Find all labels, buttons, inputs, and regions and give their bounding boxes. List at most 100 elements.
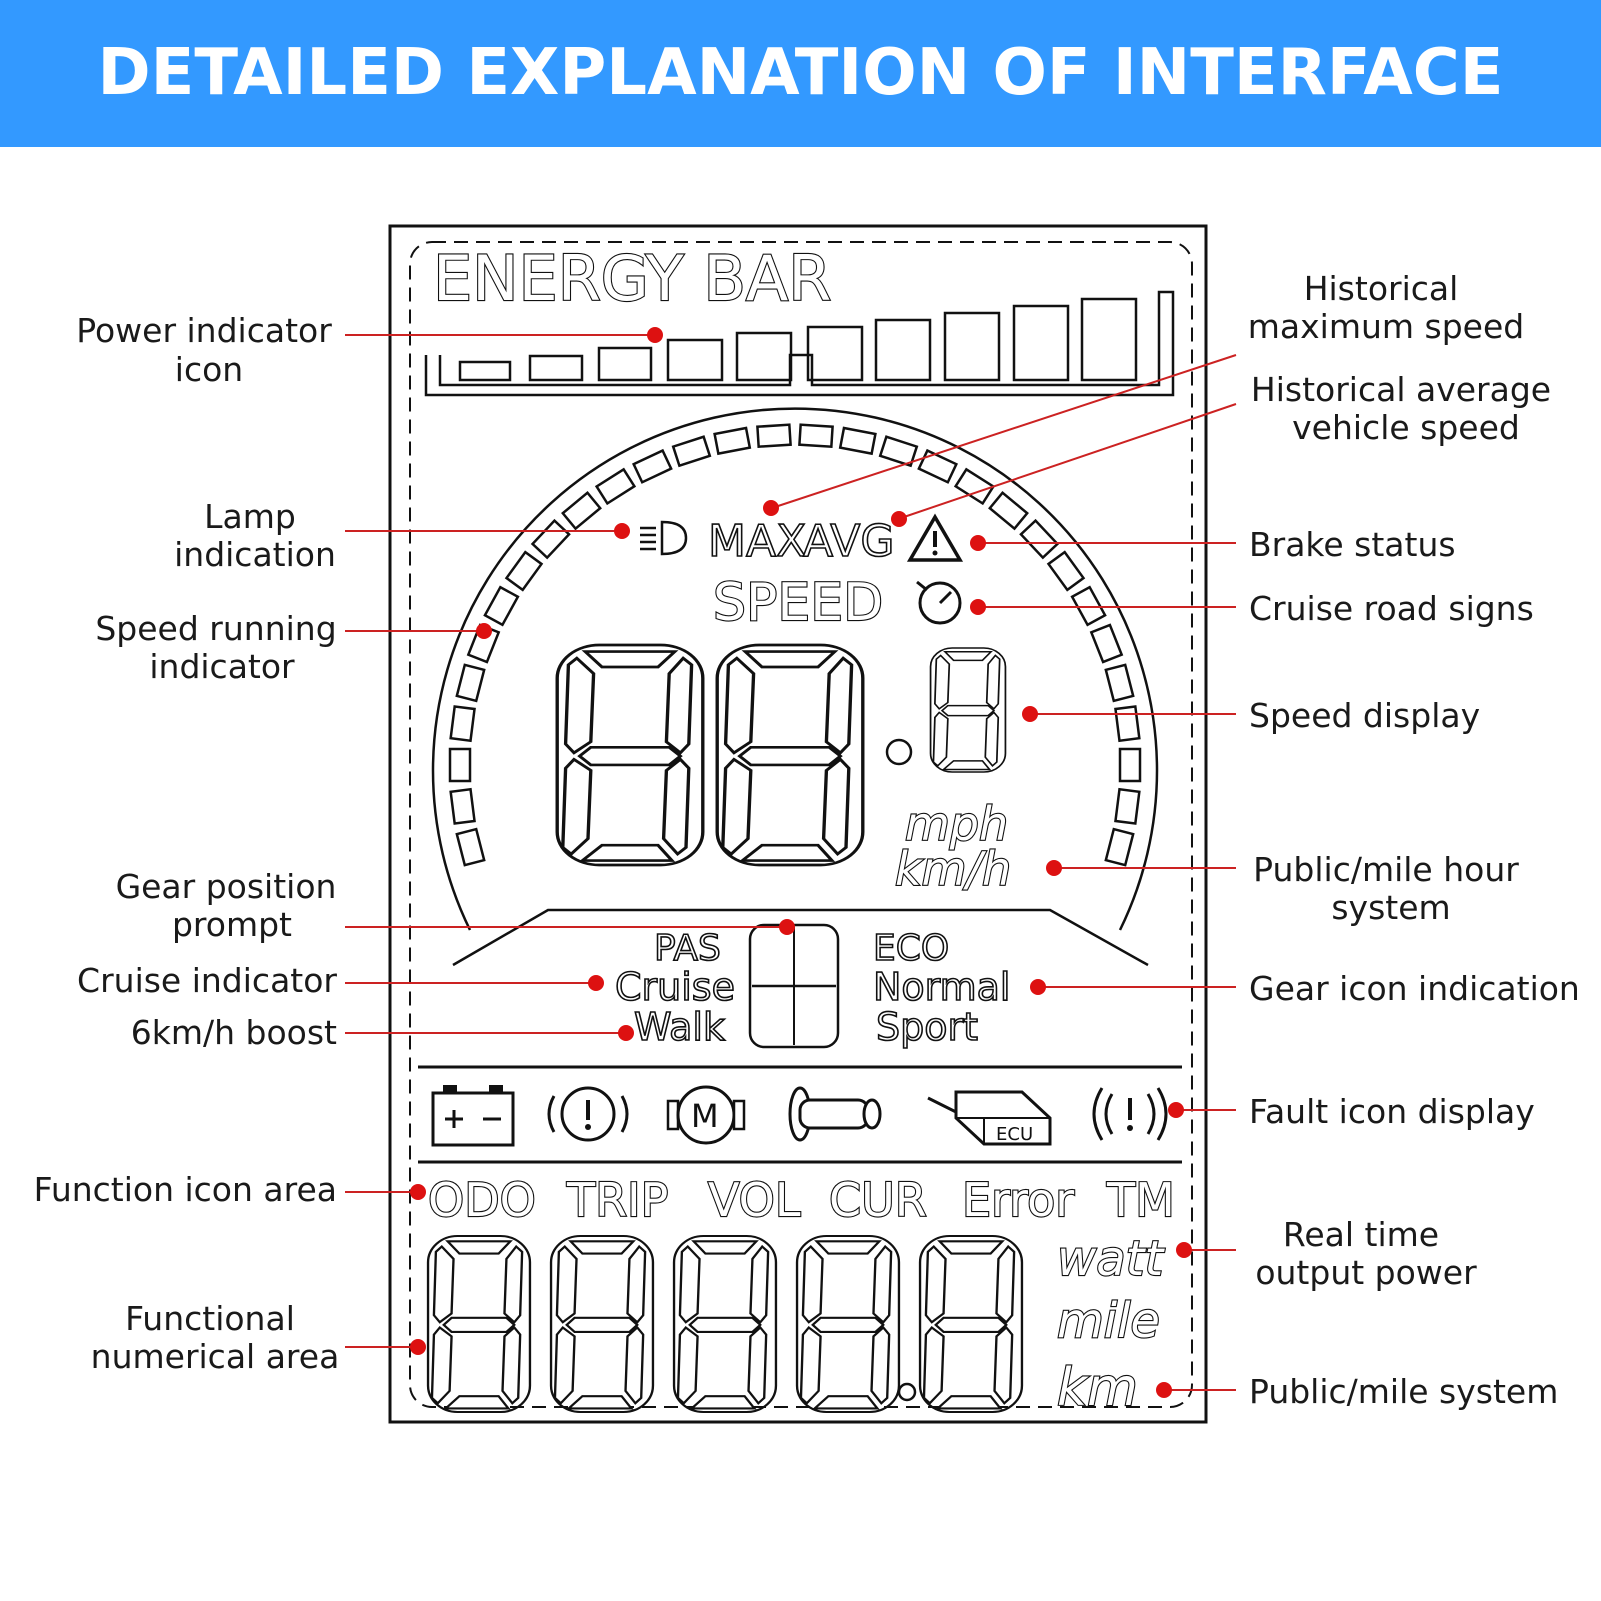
speed-arc-segment — [530, 518, 571, 560]
energy-bar-block — [806, 325, 864, 382]
pas-label: PAS — [654, 928, 721, 969]
lcd-inner-frame — [409, 241, 1193, 1408]
callout-public-mile-system: Public/mile system — [1249, 1372, 1558, 1411]
speed-arc-segment — [455, 827, 486, 867]
func-digit-4 — [795, 1234, 901, 1414]
speed-arc-segment — [1046, 550, 1086, 592]
callout-lines — [345, 327, 1237, 1398]
walk-label: Walk — [634, 1005, 725, 1049]
function-label: TM — [1106, 1173, 1175, 1227]
warning-triangle-icon — [906, 513, 964, 562]
speed-arc-segment — [917, 448, 958, 484]
speed-arc-segment — [561, 491, 602, 531]
speed-decimal-point — [885, 738, 913, 766]
callout-6kmh-boost: 6km/h boost — [131, 1013, 337, 1052]
speed-arc-segment — [448, 747, 472, 783]
gear-panel-outline — [452, 908, 1149, 967]
cruise-gauge-icon — [916, 580, 962, 625]
speed-arc-segment — [878, 435, 919, 468]
energy-bar-label: ENERGY BAR — [433, 242, 831, 315]
speed-arc-outline — [431, 407, 1159, 931]
energy-bar-block — [666, 338, 724, 382]
speed-running-indicator — [431, 407, 1159, 931]
speed-arc-segment — [594, 467, 637, 506]
title-banner: DETAILED EXPLANATION OF INTERFACE ICONS — [0, 0, 1601, 257]
unit-mph: mph — [905, 797, 1008, 851]
speed-digit-2 — [715, 643, 865, 867]
speed-arc-segment — [988, 491, 1029, 531]
battery-icon — [431, 1085, 515, 1147]
eco-label: ECO — [873, 928, 949, 969]
speed-arc-segment — [632, 448, 673, 484]
speed-label: SPEED — [713, 573, 883, 633]
ecu-icon: ECU — [927, 1090, 1052, 1146]
brake-warning-icon — [547, 1086, 629, 1142]
energy-bar-block — [597, 346, 653, 382]
func-decimal-point — [897, 1382, 917, 1402]
unit-mile: mile — [1057, 1293, 1160, 1349]
speed-arc-segment — [449, 787, 476, 825]
ecu-label: ECU — [996, 1124, 1033, 1145]
speed-arc-segment — [504, 550, 544, 592]
speed-arc-segment — [1114, 787, 1141, 825]
svg-text:M: M — [691, 1097, 719, 1135]
normal-label: Normal — [873, 965, 1011, 1009]
energy-bar-block — [528, 354, 584, 382]
energy-bar-block — [735, 331, 793, 382]
speed-digit-3 — [929, 647, 1007, 773]
energy-bar-block — [1012, 304, 1070, 382]
function-label: VOL — [708, 1173, 801, 1227]
speed-arc-segment — [1118, 747, 1142, 783]
speed-arc-segment — [1019, 518, 1060, 560]
speed-arc-segment — [1104, 663, 1135, 703]
avg-label: AVG — [803, 516, 894, 567]
max-label: MAX — [708, 516, 806, 567]
banner-title: DETAILED EXPLANATION OF INTERFACE ICONS — [97, 36, 1504, 257]
func-digit-3 — [672, 1234, 778, 1414]
energy-bar-block — [458, 360, 512, 382]
unit-km: km — [1057, 1358, 1138, 1418]
callout-function-icon-area: Function icon area — [34, 1170, 337, 1209]
function-label: TRIP — [566, 1173, 668, 1227]
callout-speed-display: Speed display — [1249, 696, 1480, 735]
energy-bar-block — [943, 311, 1001, 382]
speed-arc-segment — [798, 423, 834, 449]
sport-label: Sport — [876, 1005, 978, 1049]
energy-bar-block — [874, 318, 932, 382]
speed-arc-segment — [1104, 827, 1135, 867]
function-label: Error — [962, 1173, 1074, 1227]
lcd-frame — [388, 224, 1208, 1424]
speed-arc-segment — [671, 435, 712, 468]
func-digit-2 — [549, 1234, 655, 1414]
sensor-fault-icon — [1092, 1087, 1168, 1141]
cruise-label: Cruise — [615, 965, 735, 1009]
callout-cruise-indicator: Cruise indicator — [77, 961, 337, 1000]
callout-cruise-road-signs: Cruise road signs — [1249, 589, 1534, 628]
speed-digit-1 — [555, 643, 705, 867]
speed-arc-segment — [1114, 705, 1141, 743]
energy-bar — [424, 290, 1175, 397]
callout-fault-icon-display: Fault icon display — [1249, 1092, 1535, 1131]
speed-arc-segment — [713, 426, 752, 456]
unit-watt: watt — [1057, 1231, 1165, 1287]
callout-gear-icon-indication: Gear icon indication — [1249, 969, 1580, 1008]
energy-bar-block — [1080, 297, 1138, 382]
unit-kmh: km/h — [895, 842, 1011, 896]
speed-arc-segment — [483, 585, 520, 627]
function-label: ODO — [428, 1173, 536, 1227]
callout-brake-status: Brake status — [1249, 525, 1456, 564]
speed-arc-segment — [449, 705, 476, 743]
speed-arc-segment — [838, 426, 877, 456]
